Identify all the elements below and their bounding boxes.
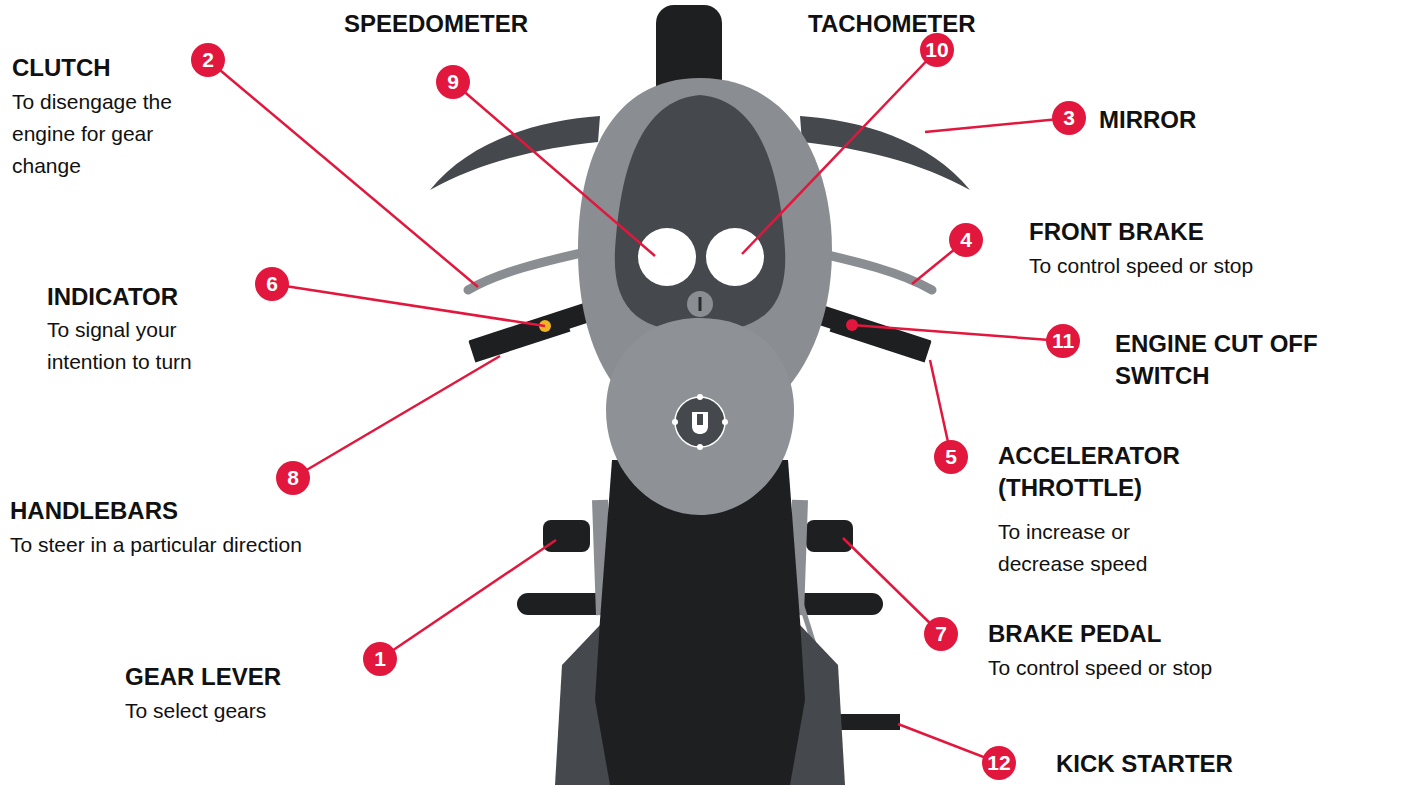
leader-line bbox=[925, 118, 1069, 132]
ignition-key bbox=[699, 297, 702, 311]
part-description: To control speed or stop bbox=[988, 652, 1212, 684]
cap-dot bbox=[697, 444, 703, 450]
part-description: To disengage the engine for gear change bbox=[12, 86, 227, 182]
callout-number: 8 bbox=[276, 461, 310, 495]
ignition-key bbox=[687, 291, 713, 317]
tachometer-dial bbox=[706, 228, 764, 286]
leader-line bbox=[852, 325, 1063, 341]
leader-lines bbox=[208, 50, 1069, 763]
part-description: To increase or decrease speed bbox=[998, 516, 1213, 580]
part-name: INDICATOR bbox=[47, 281, 178, 313]
motorcycle bbox=[430, 5, 970, 785]
part-description: To signal your intention to turn bbox=[47, 314, 252, 378]
leader-line bbox=[272, 284, 545, 326]
fairing-inner bbox=[615, 95, 785, 332]
grip bbox=[472, 321, 567, 352]
leader-line bbox=[453, 82, 655, 256]
part-description: To select gears bbox=[125, 695, 266, 727]
brake-pedal bbox=[806, 520, 853, 552]
cap-dot bbox=[722, 419, 728, 425]
part-name: CLUTCH bbox=[12, 52, 111, 84]
cap-shield bbox=[697, 414, 703, 425]
callout-number: 3 bbox=[1052, 101, 1086, 135]
callout-number: 11 bbox=[1046, 324, 1080, 358]
leader-line bbox=[208, 60, 478, 287]
callout-number: 5 bbox=[934, 440, 968, 474]
fuel-cap bbox=[675, 397, 725, 447]
callout-number: 7 bbox=[924, 617, 958, 651]
callout-number: 12 bbox=[982, 746, 1016, 780]
leader-line bbox=[930, 360, 948, 442]
part-name: FRONT BRAKE bbox=[1029, 216, 1204, 248]
gauge-name: TACHOMETER bbox=[808, 8, 976, 40]
part-name: ACCELERATOR (THROTTLE) bbox=[998, 440, 1248, 504]
leader-line bbox=[293, 356, 500, 478]
clutch-lever bbox=[468, 250, 595, 290]
part-name: ENGINE CUT OFF SWITCH bbox=[1115, 328, 1345, 392]
part-description: To control speed or stop bbox=[1029, 250, 1253, 282]
speedometer-dial bbox=[638, 228, 696, 286]
cap-dot bbox=[672, 419, 678, 425]
kick-starter bbox=[834, 714, 900, 730]
callout-number: 10 bbox=[920, 33, 954, 67]
part-name: KICK STARTER bbox=[1056, 748, 1233, 780]
fuel-tank bbox=[606, 318, 794, 515]
part-description: To steer in a particular direction bbox=[10, 529, 302, 561]
callout-number: 4 bbox=[949, 223, 983, 257]
callout-number: 9 bbox=[436, 65, 470, 99]
part-name: GEAR LEVER bbox=[125, 661, 281, 693]
leader-line bbox=[380, 540, 556, 659]
callout-number: 2 bbox=[191, 43, 225, 77]
part-name: HANDLEBARS bbox=[10, 495, 178, 527]
leader-line bbox=[742, 50, 937, 254]
callout-number: 6 bbox=[255, 267, 289, 301]
mirror bbox=[430, 116, 600, 190]
gauge-name: SPEEDOMETER bbox=[344, 8, 528, 40]
part-name: BRAKE PEDAL bbox=[988, 618, 1161, 650]
cap-dot bbox=[697, 394, 703, 400]
cap-shield bbox=[692, 412, 708, 434]
gear-lever bbox=[543, 520, 590, 552]
leader-line bbox=[843, 538, 941, 634]
part-name: MIRROR bbox=[1099, 104, 1196, 136]
callout-number: 1 bbox=[363, 642, 397, 676]
mirror bbox=[800, 116, 970, 190]
